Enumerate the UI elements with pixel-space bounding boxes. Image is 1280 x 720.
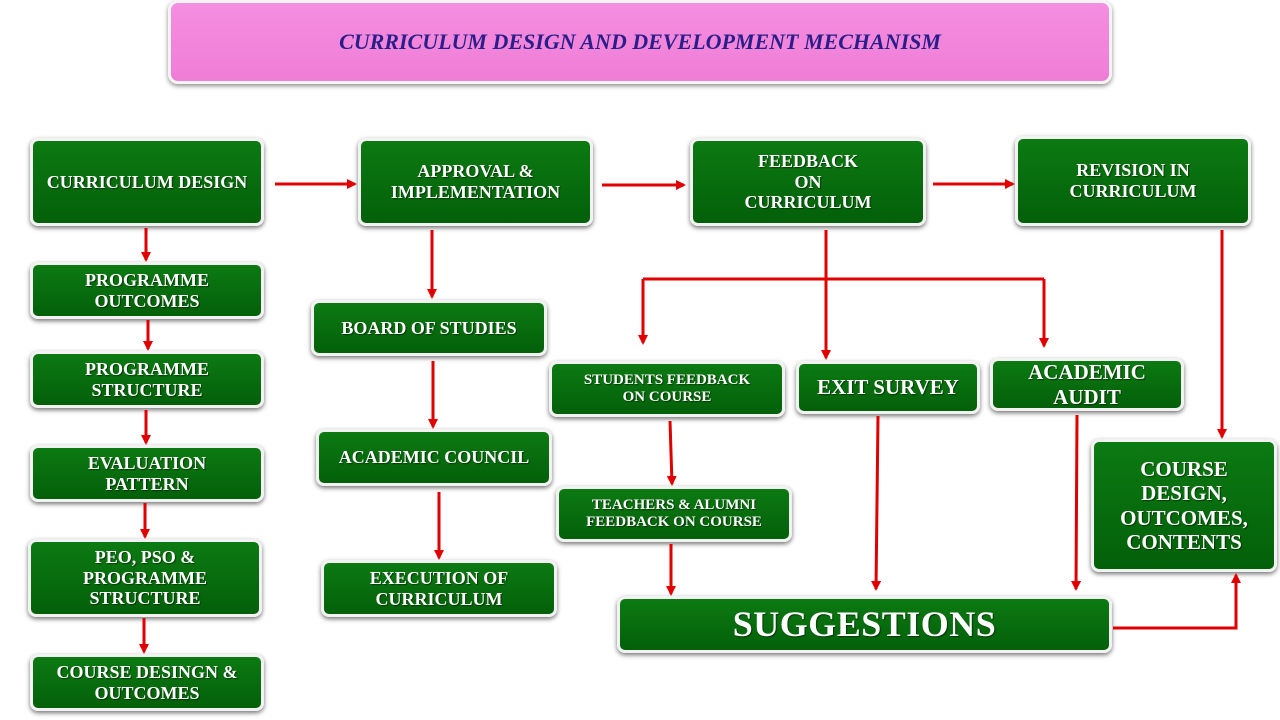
board-of-studies-box: BOARD OF STUDIES [311, 300, 547, 356]
arrow-students-to-teachers [666, 420, 677, 486]
execution-of-curriculum-box: EXECUTION OF CURRICULUM [321, 560, 557, 617]
feedback-on-curriculum-box: FEEDBACK ON CURRICULUM [690, 138, 926, 226]
arrow-exit-to-suggestions [871, 415, 882, 591]
programme-structure-box: PROGRAMME STRUCTURE [30, 351, 264, 408]
evaluation-pattern-box: EVALUATION PATTERN [30, 445, 264, 502]
teachers-alumni-feedback-label: TEACHERS & ALUMNI FEEDBACK ON COURSE [586, 496, 762, 530]
programme-outcomes-box: PROGRAMME OUTCOMES [30, 262, 264, 319]
suggestions-box: SUGGESTIONS [617, 596, 1112, 653]
board-of-studies-label: BOARD OF STUDIES [341, 317, 517, 338]
academic-audit-box: ACADEMIC AUDIT [990, 358, 1184, 411]
students-feedback-box: STUDENTS FEEDBACK ON COURSE [549, 361, 785, 417]
curriculum-design-box: CURRICULUM DESIGN [30, 138, 264, 226]
revision-in-curriculum-box: REVISION IN CURRICULUM [1015, 136, 1251, 226]
page-title: CURRICULUM DESIGN AND DEVELOPMENT MECHAN… [168, 0, 1112, 84]
suggestions-label: SUGGESTIONS [732, 603, 997, 644]
execution-of-curriculum-label: EXECUTION OF CURRICULUM [369, 567, 509, 609]
arrow-suggestions-to-course-design [1113, 573, 1241, 630]
academic-council-box: ACADEMIC COUNCIL [316, 429, 552, 486]
exit-survey-label: EXIT SURVEY [817, 375, 959, 400]
course-design-contents-box: COURSE DESIGN, OUTCOMES, CONTENTS [1091, 439, 1277, 572]
evaluation-pattern-label: EVALUATION PATTERN [87, 452, 207, 494]
academic-audit-label: ACADEMIC AUDIT [1028, 360, 1146, 409]
teachers-alumni-feedback-box: TEACHERS & ALUMNI FEEDBACK ON COURSE [556, 486, 792, 542]
arrow-audit-to-suggestions [1071, 414, 1082, 591]
feedback-on-curriculum-label: FEEDBACK ON CURRICULUM [744, 150, 872, 213]
peo-pso-box: PEO, PSO & PROGRAMME STRUCTURE [28, 539, 262, 617]
programme-outcomes-label: PROGRAMME OUTCOMES [85, 269, 209, 311]
course-design-outcomes-box: COURSE DESINGN & OUTCOMES [30, 654, 264, 711]
approval-implementation-label: APPROVAL & IMPLEMENTATION [390, 161, 561, 202]
approval-implementation-box: APPROVAL & IMPLEMENTATION [358, 138, 593, 226]
peo-pso-label: PEO, PSO & PROGRAMME STRUCTURE [83, 546, 207, 609]
academic-council-label: ACADEMIC COUNCIL [338, 447, 530, 468]
programme-structure-label: PROGRAMME STRUCTURE [85, 358, 209, 400]
exit-survey-box: EXIT SURVEY [796, 361, 980, 414]
course-design-contents-label: COURSE DESIGN, OUTCOMES, CONTENTS [1120, 457, 1248, 554]
course-design-outcomes-label: COURSE DESINGN & OUTCOMES [56, 661, 238, 703]
revision-in-curriculum-label: REVISION IN CURRICULUM [1069, 160, 1197, 201]
students-feedback-label: STUDENTS FEEDBACK ON COURSE [583, 371, 751, 405]
curriculum-design-label: CURRICULUM DESIGN [46, 171, 248, 192]
